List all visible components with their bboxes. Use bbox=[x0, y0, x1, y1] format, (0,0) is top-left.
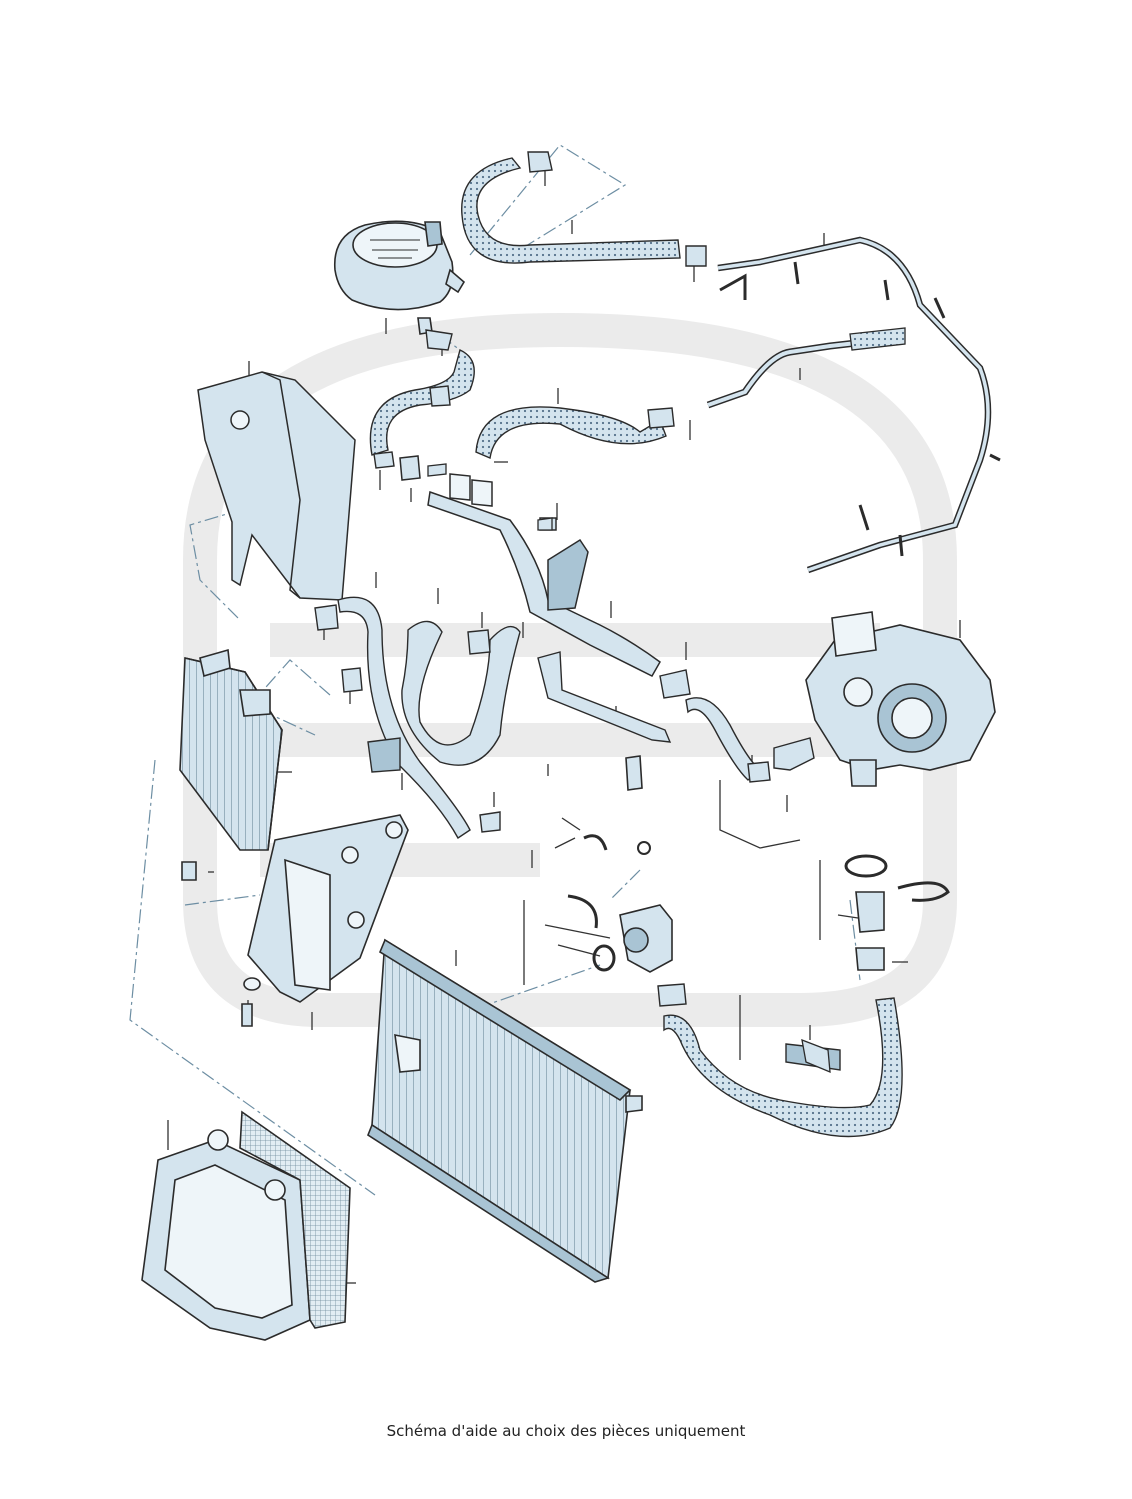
middle-hoses bbox=[369, 329, 675, 469]
thermostat-housing bbox=[567, 755, 673, 973]
heater-hoses bbox=[314, 596, 521, 840]
fan-shroud bbox=[141, 1129, 311, 1341]
bracket-pipe bbox=[537, 651, 672, 743]
right-fittings bbox=[844, 854, 950, 971]
coolant-pipe bbox=[399, 455, 661, 677]
metal-coolant-line bbox=[717, 236, 1001, 574]
fasteners bbox=[427, 463, 831, 1074]
radiator bbox=[367, 938, 643, 1283]
leader-lines bbox=[129, 144, 861, 1196]
expansion-tank bbox=[333, 220, 466, 335]
pump-outlet-hoses bbox=[659, 669, 815, 783]
upper-hose bbox=[461, 151, 707, 267]
metal-line-upper bbox=[706, 327, 906, 409]
air-guide-left bbox=[197, 371, 356, 601]
diagram-caption: Schéma d'aide au choix des pièces unique… bbox=[386, 1422, 746, 1440]
radiator-bracket bbox=[241, 814, 409, 1027]
aux-radiator bbox=[179, 648, 283, 881]
filter-grille bbox=[239, 1110, 351, 1329]
water-pump bbox=[805, 611, 996, 787]
